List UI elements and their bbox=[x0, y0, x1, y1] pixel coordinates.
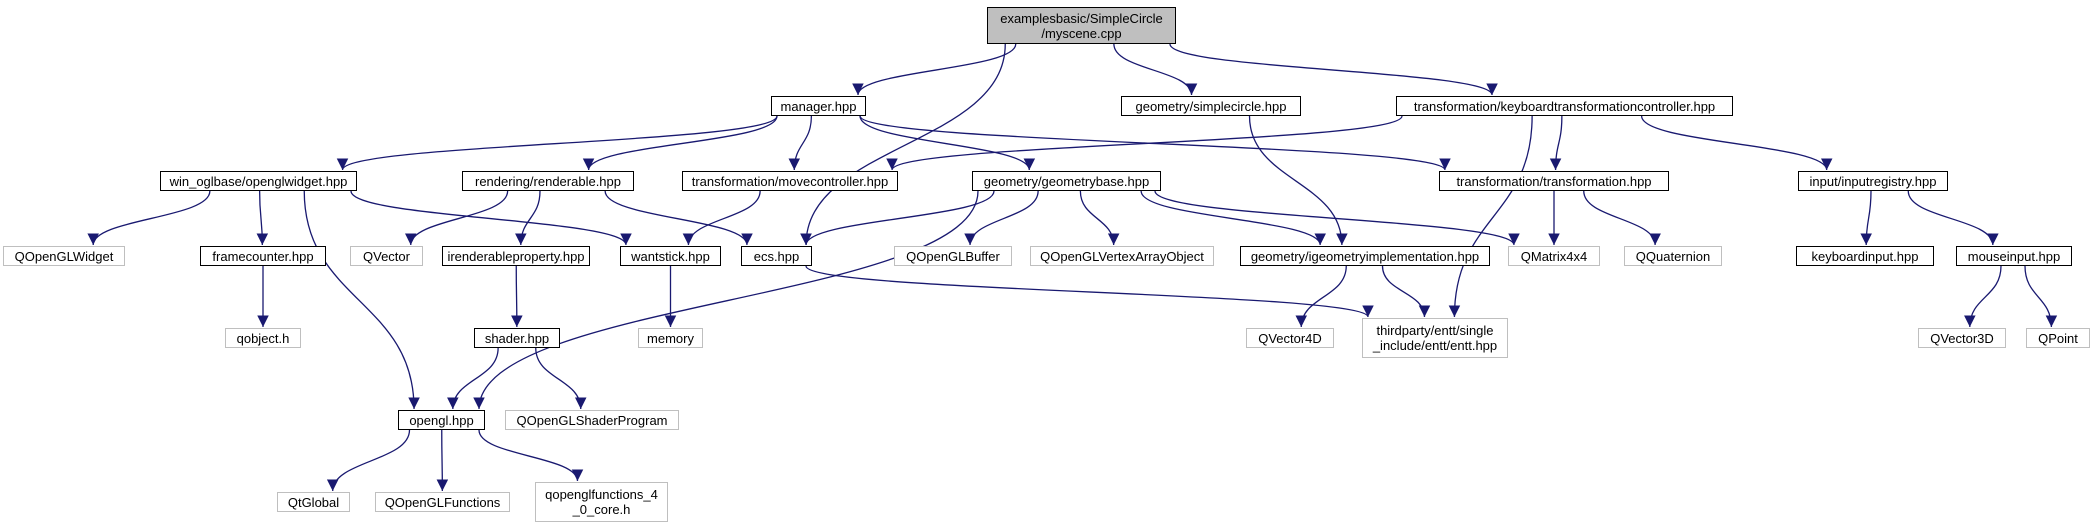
node-renderable-hpp[interactable]: rendering/renderable.hpp bbox=[462, 171, 634, 191]
edge-mouseinput-to-qvector3d bbox=[1963, 265, 2002, 328]
node-movecontroller-hpp[interactable]: transformation/movecontroller.hpp bbox=[682, 171, 898, 191]
node-qopenglfunctions-4-0-core-h[interactable]: qopenglfunctions_4 _0_core.h bbox=[535, 482, 668, 522]
edge-ktc-to-movecontroller bbox=[886, 115, 1403, 171]
edge-transformation-to-qquaternion bbox=[1583, 190, 1661, 246]
node-openglwidget-hpp[interactable]: win_oglbase/openglwidget.hpp bbox=[160, 171, 357, 191]
node-qmatrix4x4[interactable]: QMatrix4x4 bbox=[1508, 246, 1600, 266]
edge-geometrybase-to-qopenglbuffer bbox=[964, 190, 1039, 246]
node-manager-hpp[interactable]: manager.hpp bbox=[771, 96, 866, 116]
node-myscene-cpp[interactable]: examplesbasic/SimpleCircle /myscene.cpp bbox=[987, 7, 1176, 44]
edge-openglhpp-to-qtglobal bbox=[326, 429, 411, 492]
edge-renderable-to-qvector bbox=[404, 190, 509, 246]
node-ecs-hpp[interactable]: ecs.hpp bbox=[741, 246, 812, 266]
edge-ktc-to-transformation bbox=[1549, 115, 1563, 171]
node-qquaternion[interactable]: QQuaternion bbox=[1624, 246, 1722, 266]
node-qpoint[interactable]: QPoint bbox=[2026, 328, 2090, 348]
edge-inputregistry-to-mouseinput bbox=[1907, 190, 1999, 246]
node-qtglobal[interactable]: QtGlobal bbox=[277, 492, 350, 512]
edge-shader-to-qopenglshaderprogram bbox=[535, 347, 587, 410]
node-inputregistry-hpp[interactable]: input/inputregistry.hpp bbox=[1798, 171, 1948, 191]
node-qvector4d[interactable]: QVector4D bbox=[1246, 328, 1334, 348]
node-entt-hpp[interactable]: thirdparty/entt/single _include/entt/ent… bbox=[1362, 318, 1508, 358]
edge-geometrybase-to-qopenglvao bbox=[1079, 190, 1120, 246]
node-qvector[interactable]: QVector bbox=[350, 246, 423, 266]
node-geometrybase-hpp[interactable]: geometry/geometrybase.hpp bbox=[972, 171, 1161, 191]
edge-manager-to-renderable bbox=[582, 115, 778, 171]
node-qopenglvertexarrayobject[interactable]: QOpenGLVertexArrayObject bbox=[1030, 246, 1214, 266]
node-qopenglbuffer[interactable]: QOpenGLBuffer bbox=[894, 246, 1012, 266]
node-igeometryimplementation-hpp[interactable]: geometry/igeometryimplementation.hpp bbox=[1240, 246, 1490, 266]
edge-inputregistry-to-keyboardinput bbox=[1860, 190, 1873, 246]
edge-openglhpp-to-qopenglfunctions bbox=[436, 429, 449, 492]
node-shader-hpp[interactable]: shader.hpp bbox=[474, 328, 560, 348]
edge-openglwidget-to-wantstick bbox=[350, 190, 632, 246]
edge-myscene-to-simplecircle bbox=[1113, 43, 1198, 96]
edge-renderable-to-irenderableproperty bbox=[514, 190, 541, 246]
edge-manager-to-geometrybase bbox=[859, 115, 1036, 171]
edge-geometrybase-to-ecs bbox=[800, 190, 995, 246]
edge-ktc-to-inputregistry bbox=[1640, 115, 1833, 171]
edge-manager-to-openglwidget bbox=[336, 115, 778, 171]
edge-renderable-to-ecs bbox=[604, 190, 753, 246]
edge-ecs-to-entt bbox=[805, 265, 1374, 318]
edge-myscene-to-ktc bbox=[1169, 43, 1498, 96]
node-keyboardinput-hpp[interactable]: keyboardinput.hpp bbox=[1796, 246, 1934, 266]
edge-myscene-to-manager bbox=[852, 43, 1017, 96]
node-keyboardtransformationcontroller-hpp[interactable]: transformation/keyboardtransformationcon… bbox=[1396, 96, 1733, 116]
edge-myscene-to-ecs bbox=[800, 43, 1006, 246]
node-simplecircle-hpp[interactable]: geometry/simplecircle.hpp bbox=[1121, 96, 1301, 116]
edge-geometrybase-to-igeometryimpl bbox=[1140, 190, 1326, 246]
node-memory[interactable]: memory bbox=[638, 328, 703, 348]
node-irenderableproperty-hpp[interactable]: irenderableproperty.hpp bbox=[442, 246, 590, 266]
edge-irenderableproperty-to-shader bbox=[510, 265, 523, 328]
edge-igeometryimpl-to-qvector4d bbox=[1295, 265, 1347, 328]
edge-openglwidget-to-framecounter bbox=[256, 190, 269, 246]
node-framecounter-hpp[interactable]: framecounter.hpp bbox=[200, 246, 326, 266]
edge-geometrybase-to-openglhpp bbox=[473, 190, 979, 410]
edge-mouseinput-to-qpoint bbox=[2024, 265, 2058, 328]
node-qobject-h[interactable]: qobject.h bbox=[225, 328, 301, 348]
edge-manager-to-movecontroller bbox=[788, 115, 813, 171]
node-transformation-hpp[interactable]: transformation/transformation.hpp bbox=[1439, 171, 1669, 191]
edge-geometrybase-to-qmatrix4x4 bbox=[1154, 190, 1520, 246]
node-mouseinput-hpp[interactable]: mouseinput.hpp bbox=[1956, 246, 2072, 266]
node-wantstick-hpp[interactable]: wantstick.hpp bbox=[620, 246, 721, 266]
node-qopenglshaderprogram[interactable]: QOpenGLShaderProgram bbox=[505, 410, 679, 430]
node-qopenglwidget[interactable]: QOpenGLWidget bbox=[3, 246, 125, 266]
edge-ktc-to-entt bbox=[1448, 115, 1533, 318]
edge-openglwidget-to-openglhpp bbox=[303, 190, 420, 410]
edge-igeometryimpl-to-entt bbox=[1381, 265, 1431, 318]
edge-shader-to-openglhpp bbox=[446, 347, 499, 410]
node-opengl-hpp[interactable]: opengl.hpp bbox=[398, 410, 485, 430]
edge-simplecircle-to-igeometryimpl bbox=[1248, 115, 1348, 246]
edge-movecontroller-to-wantstick bbox=[682, 190, 761, 246]
edge-openglhpp-to-qopenglfunctions40 bbox=[478, 429, 584, 482]
edge-openglwidget-to-qopenglwidget bbox=[87, 190, 211, 246]
node-qvector3d[interactable]: QVector3D bbox=[1918, 328, 2006, 348]
node-qopenglfunctions[interactable]: QOpenGLFunctions bbox=[375, 492, 510, 512]
